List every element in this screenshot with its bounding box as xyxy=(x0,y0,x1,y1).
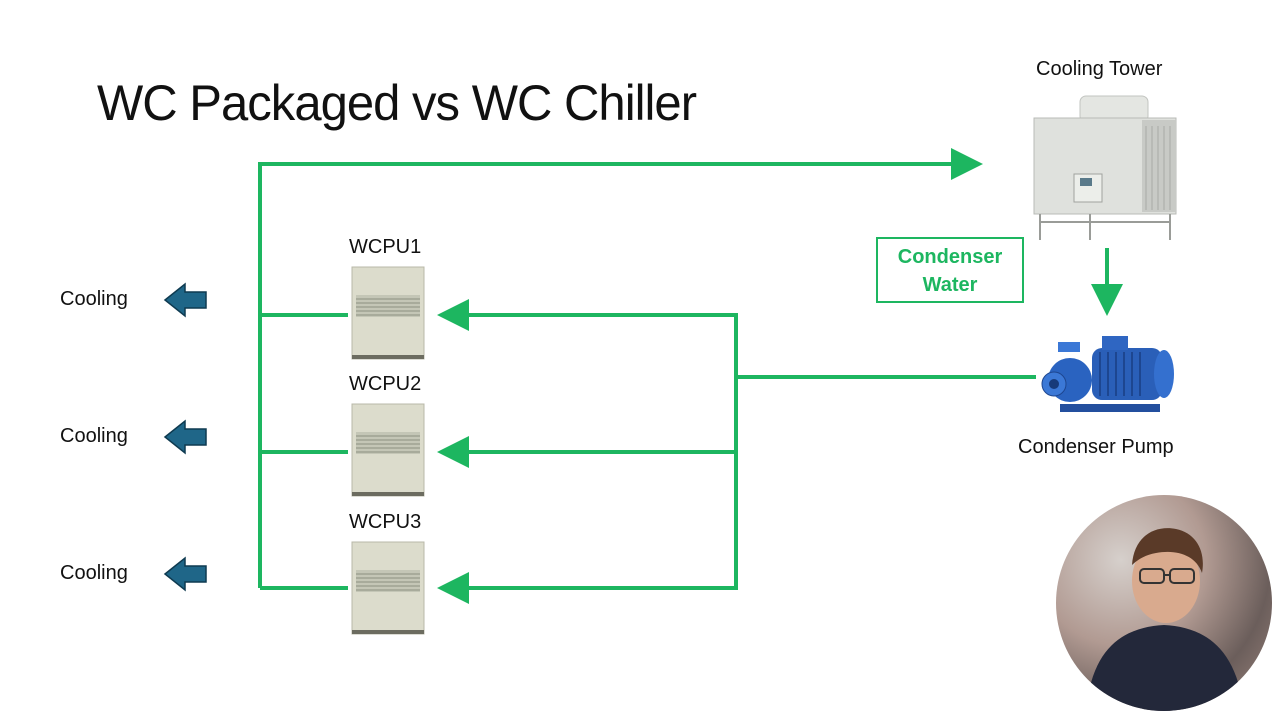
cooling-arrow-icon xyxy=(163,419,207,455)
wcpu2-unit-icon xyxy=(351,403,425,497)
condenser-pump-icon xyxy=(1041,336,1174,412)
wcpu1-label: WCPU1 xyxy=(349,236,422,258)
wcpu1-unit-icon xyxy=(351,266,425,360)
return-main-pipe xyxy=(258,148,983,588)
presenter-silhouette-icon xyxy=(1086,528,1244,711)
wcpu3-unit-icon xyxy=(351,541,425,635)
condenser-pump-label: Condenser Pump xyxy=(1018,436,1174,458)
presenter-webcam xyxy=(1056,495,1272,711)
cooling-tower-label: Cooling Tower xyxy=(1036,58,1163,80)
cooling-label-3: Cooling xyxy=(60,562,128,584)
cooling-label-2: Cooling xyxy=(60,425,128,447)
wcpu2-label: WCPU2 xyxy=(349,373,422,395)
condenser-water-line1: Condenser xyxy=(897,246,1003,268)
slide-title: WC Packaged vs WC Chiller xyxy=(97,75,697,131)
wcpu3-label: WCPU3 xyxy=(349,511,422,533)
condenser-water-line2: Water xyxy=(922,274,978,296)
cooling-arrow-icon xyxy=(163,282,207,318)
cooling-tower-icon xyxy=(1033,95,1177,240)
condenser-water-label: Condenser Water xyxy=(876,237,1024,303)
cooling-arrows xyxy=(163,282,207,592)
cooling-arrow-icon xyxy=(163,556,207,592)
cooling-label-1: Cooling xyxy=(60,288,128,310)
